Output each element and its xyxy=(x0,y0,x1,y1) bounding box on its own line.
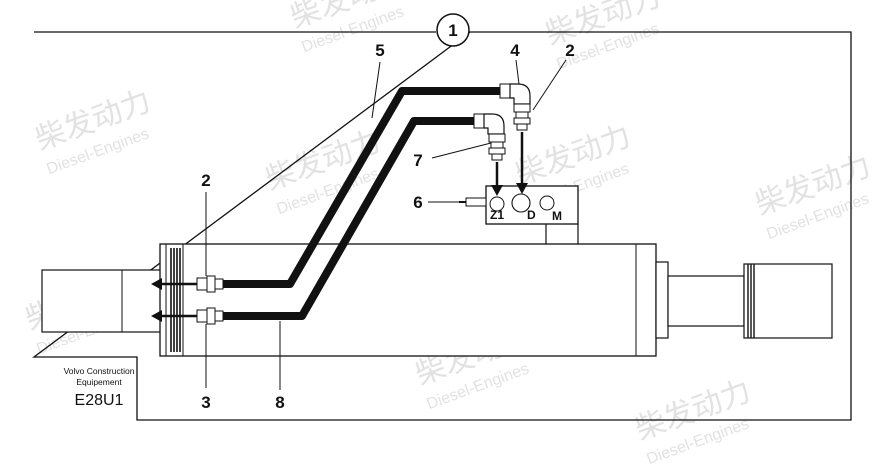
right-rod-end xyxy=(667,263,833,339)
callout-1-label: 1 xyxy=(448,21,457,40)
callout-1: 1 xyxy=(436,13,470,47)
flow-arrows-valve xyxy=(491,132,528,196)
elbow-fitting-7 xyxy=(473,113,506,161)
elbow-fitting-4 xyxy=(499,83,531,131)
caption-maker-line2: Equipement xyxy=(76,377,122,387)
watermark-layer: 柴发动力 Diesel-Engines 柴发动力 Diesel-Engines … xyxy=(21,0,875,468)
callout-5: 5 xyxy=(375,41,384,60)
callout-3: 3 xyxy=(201,393,210,412)
cylinder-barrel xyxy=(159,243,669,357)
callout-8: 8 xyxy=(275,393,284,412)
hose-8 xyxy=(222,117,476,320)
port-d-label: D xyxy=(527,208,536,222)
callout-4: 4 xyxy=(510,41,520,60)
callout-7: 7 xyxy=(413,151,422,170)
leader-lines xyxy=(205,59,567,390)
caption-drawing-code: E28U1 xyxy=(75,392,124,409)
callout-2-top: 2 xyxy=(565,41,574,60)
port-z1-label: Z1 xyxy=(490,208,504,222)
flow-arrows-barrel xyxy=(151,278,197,322)
drawing-caption: Volvo Construction Equipement E28U1 xyxy=(64,366,135,409)
port-m-label: M xyxy=(552,209,562,223)
callout-2-left: 2 xyxy=(201,171,210,190)
callout-6: 6 xyxy=(413,193,422,212)
valve-block: Z1 D M xyxy=(459,185,579,244)
frame-outline xyxy=(32,31,852,421)
caption-maker-line1: Volvo Construction xyxy=(64,366,135,376)
left-piston-rod xyxy=(41,269,163,333)
hose-5 xyxy=(222,87,510,288)
